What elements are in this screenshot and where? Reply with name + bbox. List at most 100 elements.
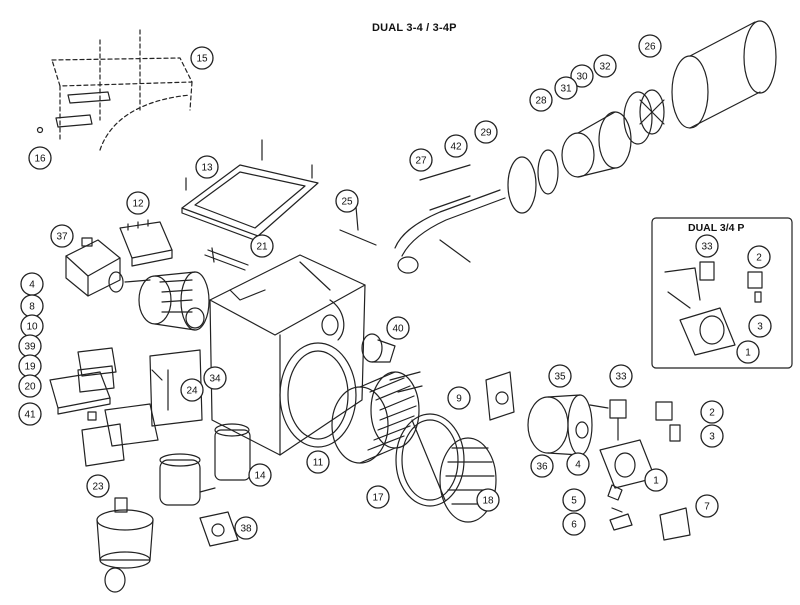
inset-title: DUAL 3/4 P: [688, 222, 745, 234]
callout-circle: [644, 468, 668, 492]
part-ignition-transformer: [119, 219, 173, 267]
callout-number: 40: [392, 324, 404, 335]
callout-circle: [180, 378, 204, 402]
callout-number: 12: [132, 199, 144, 210]
part-fan-wheel: [331, 371, 420, 464]
main-callout-2: 2: [700, 400, 724, 424]
part-terminal-block: [81, 403, 159, 467]
part-control-box: [65, 237, 121, 297]
callout-circle: [700, 424, 724, 448]
callout-number: 8: [29, 302, 35, 313]
callout-number: 26: [644, 42, 656, 53]
callout-circle: [28, 146, 52, 170]
callout-number: 21: [256, 242, 268, 253]
part-terminal-bracket: [149, 349, 203, 427]
main-callout-34: 34: [203, 366, 227, 390]
part-inset-pump: [664, 261, 763, 356]
main-callout-36: 36: [530, 454, 554, 478]
callout-number: 13: [201, 163, 213, 174]
inset-callout-3: 3: [748, 314, 772, 338]
main-callout-28: 28: [529, 88, 553, 112]
callout-circle: [409, 148, 433, 172]
callout-number: 33: [615, 372, 627, 383]
callout-circle: [248, 463, 272, 487]
callout-number: 39: [24, 342, 36, 353]
callout-number: 5: [571, 496, 577, 507]
callout-number: 31: [560, 84, 572, 95]
callout-number: 3: [757, 322, 763, 333]
callout-circle: [529, 88, 553, 112]
main-callout-26: 26: [638, 34, 662, 58]
callout-number: 1: [653, 476, 659, 487]
main-callout-12: 12: [126, 191, 150, 215]
part-pressure-regulator: [96, 497, 154, 593]
main-callout-5: 5: [562, 488, 586, 512]
callout-number: 28: [535, 96, 547, 107]
main-callout-9: 9: [447, 386, 471, 410]
callout-number: 7: [704, 502, 710, 513]
part-oil-pump: [589, 399, 681, 489]
callout-number: 42: [450, 142, 462, 153]
callout-circle: [203, 366, 227, 390]
callout-number: 25: [341, 197, 353, 208]
callout-circle: [609, 364, 633, 388]
main-callout-10: 10: [20, 314, 44, 338]
callout-number: 29: [480, 128, 492, 139]
part-mounting-plate: [485, 371, 515, 421]
callout-circle: [366, 485, 390, 509]
callout-number: 32: [599, 62, 611, 73]
callout-number: 11: [313, 458, 324, 469]
main-callout-35: 35: [548, 364, 572, 388]
callout-circle: [695, 494, 719, 518]
callout-number: 36: [536, 462, 548, 473]
callout-number: 6: [571, 520, 577, 531]
main-callout-13: 13: [195, 155, 219, 179]
callout-circle: [562, 512, 586, 536]
main-callout-23: 23: [86, 474, 110, 498]
part-solenoid-valve: [159, 423, 251, 506]
main-callout-3: 3: [700, 424, 724, 448]
callout-circle: [476, 488, 500, 512]
callout-number: 41: [24, 410, 36, 421]
part-nozzle-line: [339, 164, 506, 274]
main-callout-25: 25: [335, 189, 359, 213]
part-relay-covers: [49, 347, 117, 415]
callout-number: 20: [24, 382, 36, 393]
part-air-intake-plate: [395, 413, 465, 507]
callout-number: 15: [196, 54, 208, 65]
main-callout-19: 19: [18, 354, 42, 378]
callout-circle: [474, 120, 498, 144]
diagram-title: DUAL 3-4 / 3-4P: [372, 22, 457, 34]
part-damper-plate: [439, 437, 497, 523]
main-callout-21: 21: [250, 234, 274, 258]
callout-circle: [748, 314, 772, 338]
callout-number: 27: [415, 156, 427, 167]
callout-number: 17: [372, 493, 384, 504]
callout-number: 4: [29, 280, 35, 291]
main-callout-30: 30: [570, 64, 594, 88]
callout-number: 1: [745, 348, 751, 359]
part-gas-fitting: [199, 511, 239, 547]
callout-circle: [234, 516, 258, 540]
inset-callout-2: 2: [747, 245, 771, 269]
main-callout-38: 38: [234, 516, 258, 540]
inset-frame: [651, 217, 793, 369]
callout-circle: [386, 316, 410, 340]
part-motor: [108, 271, 210, 331]
callout-number: 9: [456, 394, 462, 405]
callout-number: 24: [186, 386, 198, 397]
callout-circle: [86, 474, 110, 498]
callout-circle: [747, 245, 771, 269]
callout-circle: [444, 134, 468, 158]
main-callout-1: 1: [644, 468, 668, 492]
callout-circle: [126, 191, 150, 215]
main-callout-29: 29: [474, 120, 498, 144]
callout-circle: [566, 452, 590, 476]
callout-number: 33: [701, 242, 713, 253]
callout-number: 18: [482, 496, 494, 507]
inset-callout-33: 33: [695, 234, 719, 258]
main-callout-4: 4: [566, 452, 590, 476]
